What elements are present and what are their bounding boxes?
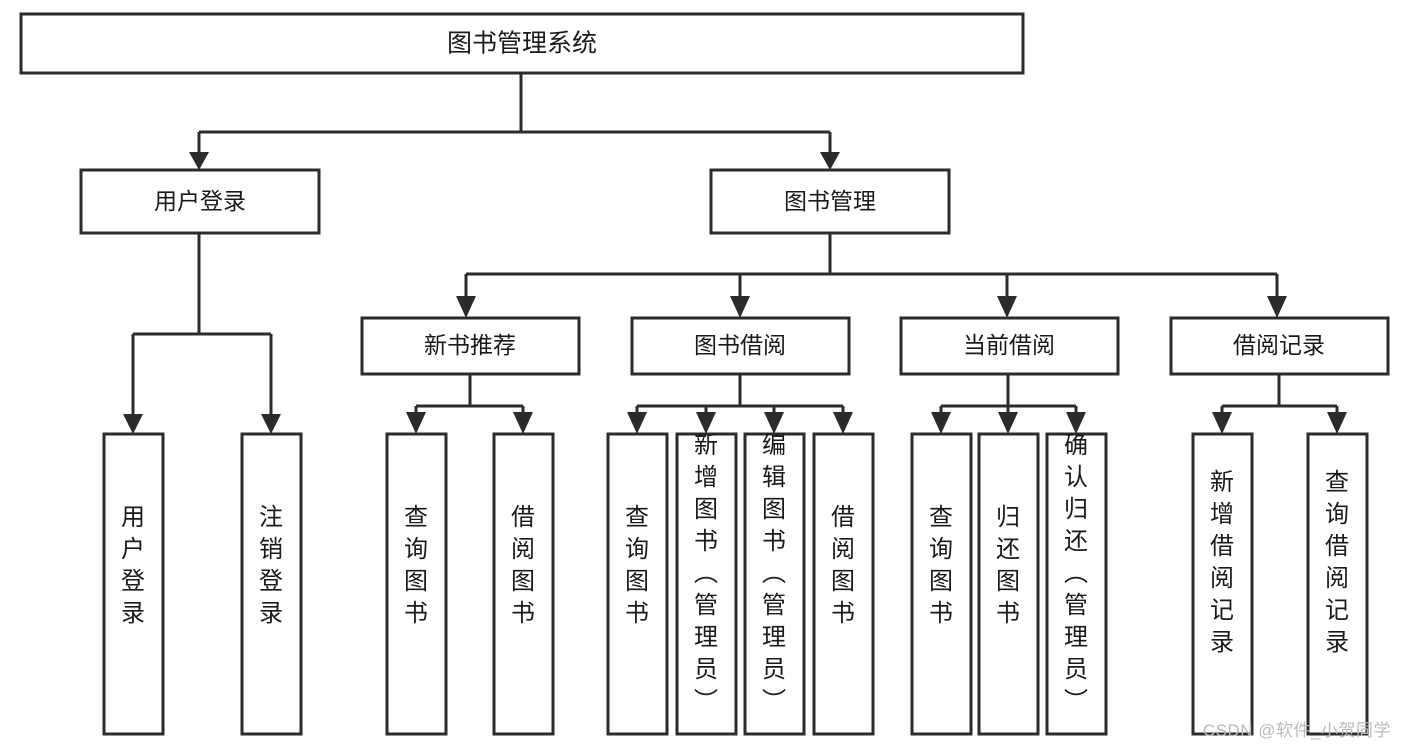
arrow-to-book-borrow (730, 296, 750, 318)
node-leaf-edit-book-label: 编辑图书︵管理员︶ (762, 432, 786, 715)
arrow-to-leaf-add-book (696, 412, 716, 434)
arrow-root-to-book-manage (820, 152, 840, 170)
node-new-book-recommend[interactable]: 新书推荐 (360, 316, 581, 376)
connector-group-book-borrow (627, 373, 853, 434)
node-leaf-query-record[interactable]: 查询借阅记录 (1306, 432, 1369, 736)
arrow-to-leaf-query-record (1327, 412, 1347, 434)
node-leaf-user-logout[interactable]: 注销登录 (240, 432, 303, 736)
node-root-label: 图书管理系统 (447, 30, 597, 58)
node-leaf-add-record[interactable]: 新增借阅记录 (1191, 432, 1254, 736)
arrow-to-leaf-borrow-book-1 (513, 412, 533, 434)
node-leaf-query-book-2[interactable]: 查询图书 (606, 432, 669, 736)
node-leaf-add-book-label: 新增图书︵管理员︶ (694, 432, 718, 715)
node-leaf-user-logout-label: 注销登录 (259, 504, 283, 627)
node-borrow-record[interactable]: 借阅记录 (1169, 316, 1390, 376)
connector-group-book-manage (456, 233, 1287, 318)
arrow-to-new-book-recommend (456, 296, 476, 318)
connector-group-new-book-recommend (406, 373, 533, 434)
node-leaf-user-login-label: 用户登录 (121, 504, 145, 627)
arrow-to-leaf-edit-book (764, 412, 784, 434)
node-leaf-confirm-return[interactable]: 确认归还︵管理员︶ (1045, 432, 1108, 736)
arrow-to-leaf-confirm-return (1066, 412, 1086, 434)
node-leaf-query-record-label: 查询借阅记录 (1325, 469, 1349, 656)
node-user-login-label: 用户登录 (154, 188, 246, 214)
node-borrow-record-label: 借阅记录 (1233, 332, 1325, 358)
node-leaf-add-book[interactable]: 新增图书︵管理员︶ (675, 432, 738, 736)
arrow-to-leaf-return-book (998, 412, 1018, 434)
node-leaf-borrow-book-2[interactable]: 借阅图书 (812, 432, 875, 736)
node-leaf-user-login[interactable]: 用户登录 (102, 432, 165, 736)
node-leaf-confirm-return-label: 确认归还︵管理员︶ (1064, 432, 1088, 715)
node-book-borrow-label: 图书借阅 (694, 332, 786, 358)
arrow-to-current-borrow (997, 296, 1017, 318)
connector-group-current-borrow (931, 373, 1086, 434)
arrow-to-leaf-user-login (123, 414, 143, 434)
connector-group-borrow-record (1212, 373, 1347, 434)
arrow-to-borrow-record (1267, 296, 1287, 318)
csdn-watermark: CSDN @软件_小贺同学 (1202, 721, 1391, 740)
node-leaf-borrow-book-1[interactable]: 借阅图书 (492, 432, 555, 736)
node-new-book-recommend-label: 新书推荐 (424, 332, 516, 358)
arrow-to-leaf-query-book-3 (931, 412, 951, 434)
node-book-borrow[interactable]: 图书借阅 (630, 316, 851, 376)
node-leaf-borrow-book-1-label: 借阅图书 (511, 504, 535, 627)
node-leaf-add-record-label: 新增借阅记录 (1210, 469, 1234, 656)
node-user-login[interactable]: 用户登录 (79, 168, 321, 235)
arrow-to-leaf-query-book-2 (627, 412, 647, 434)
connector-group-root (189, 73, 840, 170)
node-root[interactable]: 图书管理系统 (19, 12, 1025, 75)
node-leaf-edit-book[interactable]: 编辑图书︵管理员︶ (743, 432, 806, 736)
arrow-to-leaf-borrow-book-2 (833, 412, 853, 434)
connector-group-user-login (123, 233, 281, 434)
node-leaf-borrow-book-2-label: 借阅图书 (831, 504, 855, 627)
node-leaf-query-book-1-label: 查询图书 (404, 504, 428, 627)
node-book-manage-label: 图书管理 (784, 188, 876, 214)
node-leaf-query-book-3-label: 查询图书 (929, 504, 953, 627)
node-current-borrow-label: 当前借阅 (963, 332, 1055, 358)
node-leaf-query-book-3[interactable]: 查询图书 (910, 432, 973, 736)
node-leaf-return-book[interactable]: 归还图书 (977, 432, 1040, 736)
arrow-to-leaf-add-record (1212, 412, 1232, 434)
arrow-to-leaf-user-logout (261, 414, 281, 434)
node-leaf-return-book-label: 归还图书 (996, 504, 1020, 627)
node-leaf-query-book-2-label: 查询图书 (625, 504, 649, 627)
node-current-borrow[interactable]: 当前借阅 (899, 316, 1120, 376)
node-leaf-query-book-1[interactable]: 查询图书 (385, 432, 448, 736)
node-book-manage[interactable]: 图书管理 (709, 168, 951, 235)
arrow-root-to-user-login (189, 152, 209, 170)
arrow-to-leaf-query-book-1 (406, 412, 426, 434)
